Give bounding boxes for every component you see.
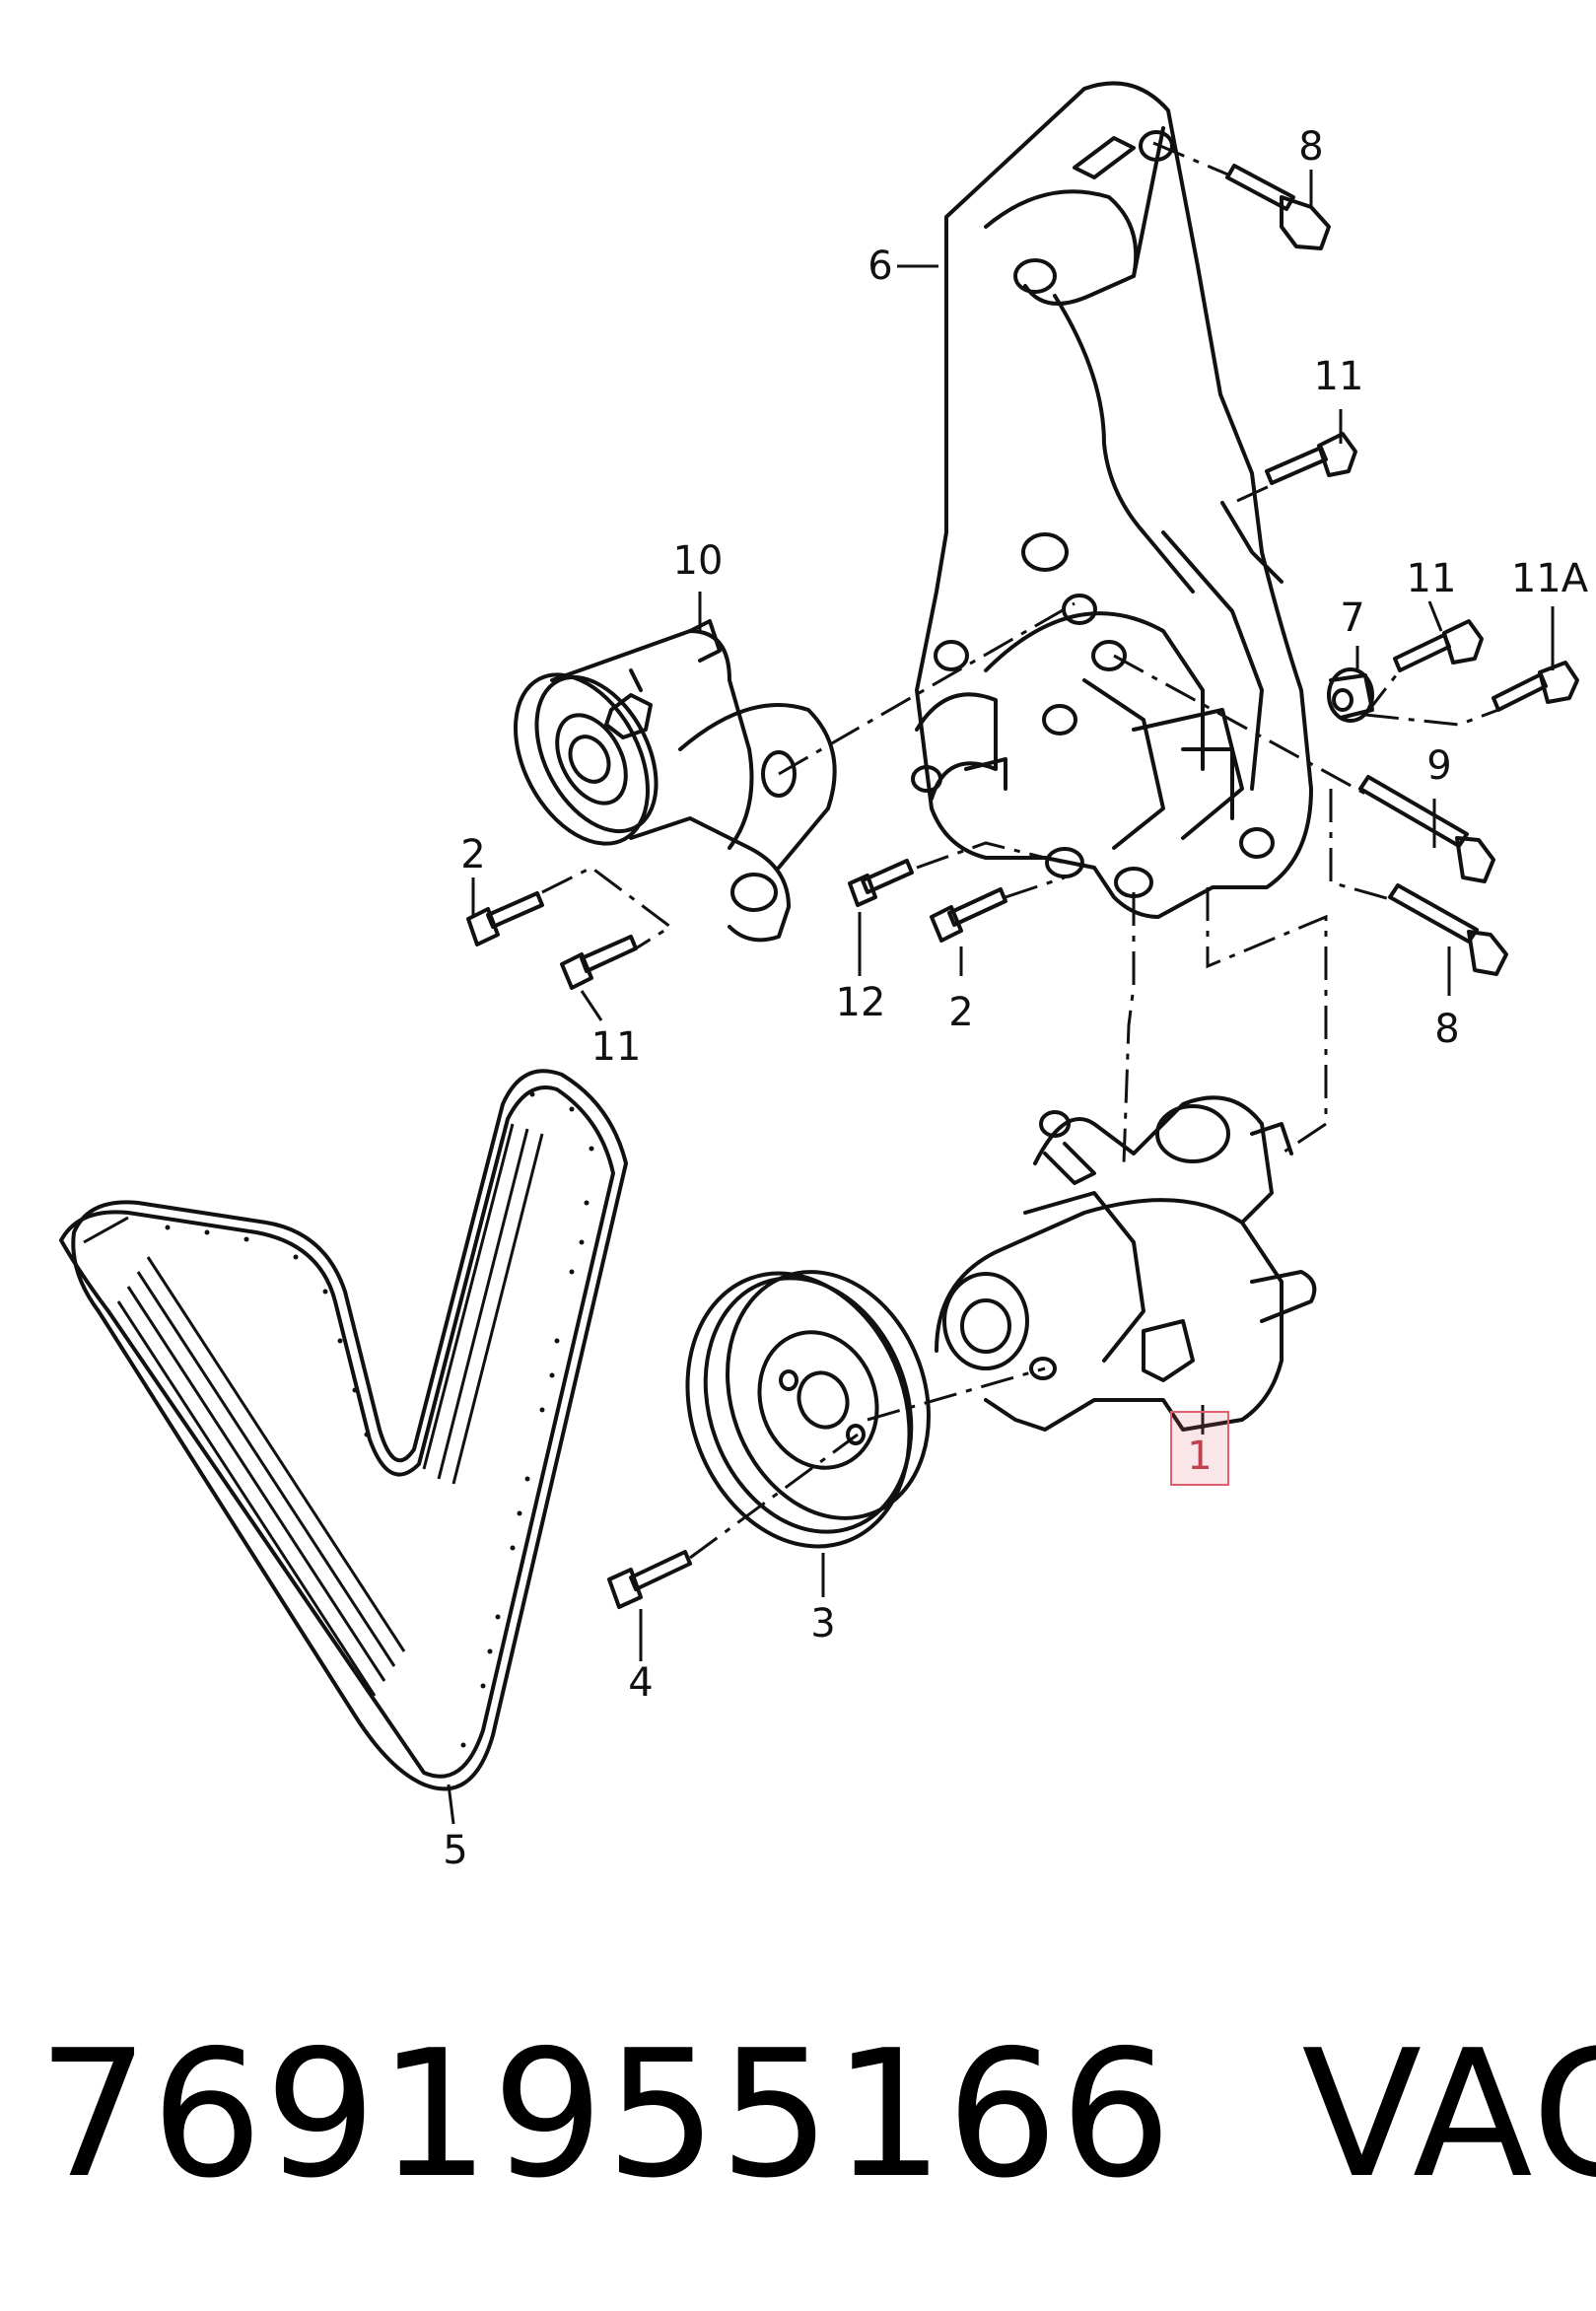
callout-11-upper: 11 xyxy=(1314,354,1364,399)
bolt-11-left xyxy=(560,935,638,990)
bolt-11A xyxy=(1492,661,1579,712)
callout-2-left: 2 xyxy=(460,832,485,877)
callout-11A: 11A xyxy=(1511,556,1589,601)
bolt-8-lower xyxy=(1388,883,1508,976)
leader-lines xyxy=(447,170,1555,1825)
callout-6: 6 xyxy=(867,244,892,289)
steering-pump-part-1 xyxy=(935,1095,1317,1432)
bolt-8-top xyxy=(1225,164,1331,250)
callout-5: 5 xyxy=(443,1828,467,1873)
alignment-lines xyxy=(541,141,1499,1560)
tensioner-part-10 xyxy=(514,619,837,943)
bolt-9 xyxy=(1358,775,1495,883)
pulley-part-3 xyxy=(685,1270,931,1549)
bolt-11-upper xyxy=(1265,432,1357,485)
ribbed-belt-part-5 xyxy=(59,1069,628,1791)
part-number: 7691955166 xyxy=(37,2012,1174,2216)
callout-10: 10 xyxy=(673,538,724,584)
spacer-part-7 xyxy=(1327,667,1374,723)
callout-9: 9 xyxy=(1426,743,1451,789)
callout-2-center: 2 xyxy=(948,990,973,1035)
callout-3: 3 xyxy=(810,1601,835,1646)
bolt-2-left xyxy=(466,891,544,946)
bracket-part-6 xyxy=(911,81,1313,919)
bolt-11-right xyxy=(1393,619,1484,672)
callout-11-left: 11 xyxy=(591,1024,642,1070)
part-caption: 7691955166 VAG xyxy=(37,2011,1596,2218)
callout-12: 12 xyxy=(836,980,886,1025)
bolt-4 xyxy=(607,1550,692,1609)
callout-labels: 8 6 11 10 11 11A 7 9 2 12 2 8 11 1 3 4 5 xyxy=(443,124,1588,1873)
callout-1: 1 xyxy=(1187,1434,1212,1479)
bolt-12 xyxy=(848,859,914,907)
brand-name: VAG xyxy=(1301,2012,1596,2216)
callout-8-lower: 8 xyxy=(1434,1007,1459,1052)
callout-11-right: 11 xyxy=(1407,556,1457,601)
callout-4: 4 xyxy=(628,1660,653,1706)
bolt-2-center xyxy=(930,887,1007,943)
highlight-box-part-1 xyxy=(1170,1411,1229,1486)
callout-7: 7 xyxy=(1340,595,1364,641)
callout-8-top: 8 xyxy=(1298,124,1323,170)
